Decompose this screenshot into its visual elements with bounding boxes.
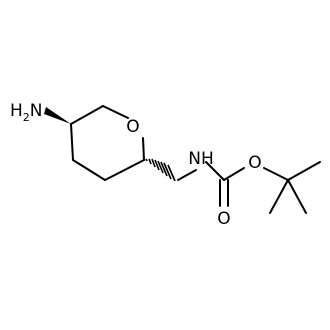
bond-o-c3: [142, 137, 145, 161]
bond-c3-c4: [104, 159, 145, 181]
carbamate-nh-label: NH: [188, 149, 214, 169]
bond-c1-c2: [70, 105, 104, 125]
carbonyl-oxygen-label: O: [217, 209, 230, 229]
ring-oxygen-label: O: [126, 117, 139, 137]
bond-ch2-n: [177, 169, 197, 181]
bond-tbu-me2: [287, 179, 307, 214]
bond-tbu-me1: [287, 161, 321, 181]
bond-o-tbu: [263, 167, 289, 181]
hashed-bond-ch2: [145, 158, 176, 182]
bond-c-o-ester: [223, 167, 245, 181]
wedge-bond-amine: [44, 107, 71, 124]
amine-label: H2N: [10, 101, 43, 124]
bond-c5-c1: [70, 123, 74, 161]
bond-tbu-me3: [269, 179, 289, 214]
bond-c4-c5: [72, 159, 106, 181]
ester-oxygen-label: O: [248, 153, 261, 173]
bond-n-c: [205, 161, 225, 181]
bond-c2-o: [102, 105, 129, 119]
